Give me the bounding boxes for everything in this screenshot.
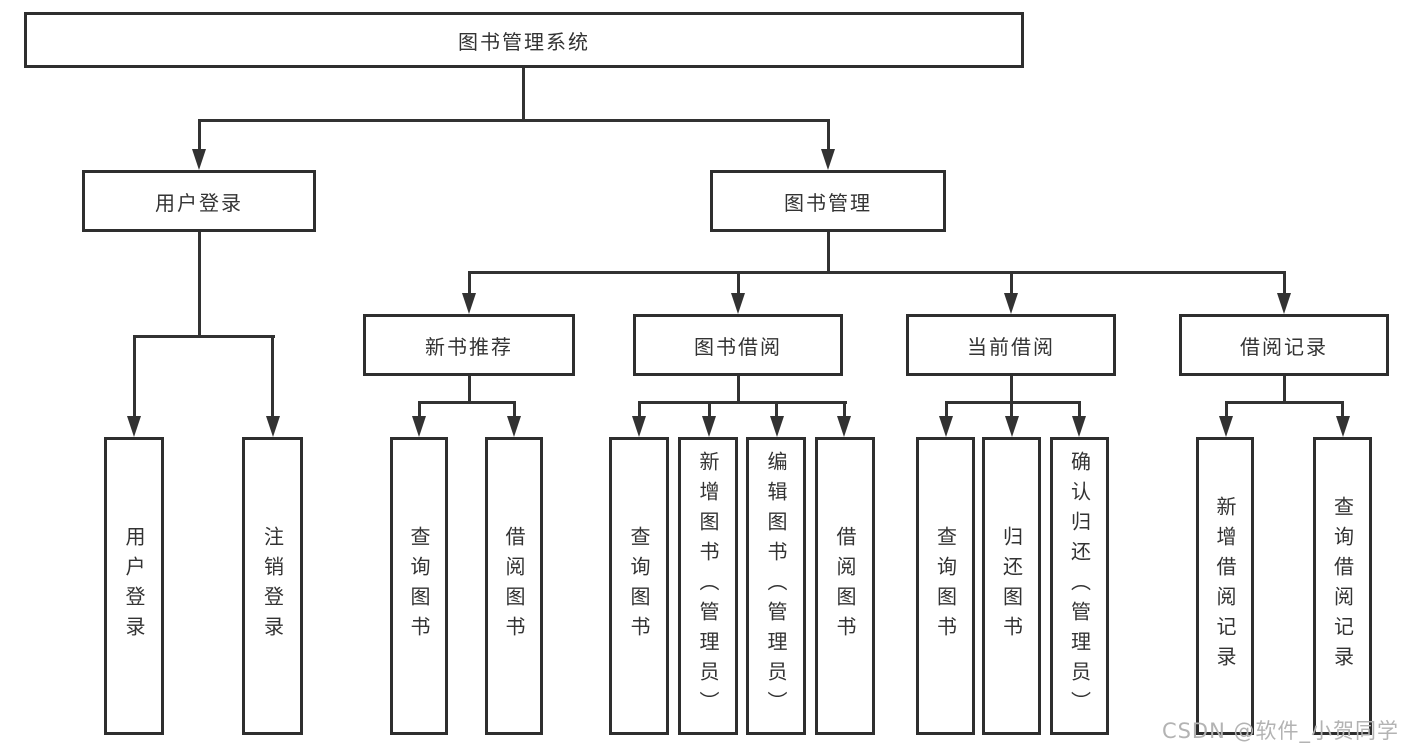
node-new-book-recommendation: 新书推荐 bbox=[363, 314, 575, 376]
connector-line bbox=[132, 335, 275, 338]
connector-line bbox=[736, 376, 740, 404]
connector-line bbox=[132, 335, 136, 419]
connector-line bbox=[1009, 376, 1013, 404]
connector-line bbox=[467, 271, 1286, 274]
connector-line bbox=[1077, 401, 1081, 419]
connector-line bbox=[775, 401, 778, 419]
leaf-borrow-books-recommend: 借阅图书 bbox=[485, 437, 543, 735]
arrow-down-icon bbox=[462, 293, 476, 314]
leaf-label: 新增借阅记录 bbox=[1213, 496, 1237, 676]
leaf-query-books-current: 查询图书 bbox=[916, 437, 975, 735]
arrow-down-icon bbox=[939, 416, 953, 437]
connector-line bbox=[197, 119, 830, 122]
connector-line bbox=[197, 119, 201, 153]
node-book-management: 图书管理 bbox=[710, 170, 946, 232]
arrow-down-icon bbox=[1072, 416, 1086, 437]
connector-line bbox=[512, 401, 516, 419]
arrow-down-icon bbox=[507, 416, 521, 437]
arrow-down-icon bbox=[412, 416, 426, 437]
connector-line bbox=[1341, 401, 1344, 419]
arrow-down-icon bbox=[769, 416, 784, 437]
arrow-down-icon bbox=[1335, 416, 1350, 437]
connector-line bbox=[637, 401, 641, 419]
leaf-query-borrow-record: 查询借阅记录 bbox=[1313, 437, 1372, 735]
arrow-down-icon bbox=[632, 416, 646, 437]
leaf-edit-book-admin: 编辑图书（管理员） bbox=[746, 437, 806, 735]
connector-line bbox=[1010, 401, 1013, 419]
connector-line bbox=[467, 376, 471, 404]
leaf-label: 查询图书 bbox=[407, 526, 431, 646]
leaf-label: 借阅图书 bbox=[833, 526, 857, 646]
arrow-down-icon bbox=[1004, 293, 1018, 314]
connector-line bbox=[842, 401, 846, 419]
leaf-add-borrow-record: 新增借阅记录 bbox=[1196, 437, 1254, 735]
arrow-down-icon bbox=[837, 416, 851, 437]
connector-line bbox=[1282, 376, 1286, 404]
connector-line bbox=[1009, 271, 1013, 295]
leaf-query-books-borrowing: 查询图书 bbox=[609, 437, 669, 735]
leaf-label: 归还图书 bbox=[999, 526, 1024, 646]
csdn-watermark: CSDN @软件_小贺同学 bbox=[1161, 719, 1399, 743]
connector-line bbox=[826, 119, 830, 153]
node-user-login: 用户登录 bbox=[82, 170, 316, 232]
arrow-down-icon bbox=[821, 149, 835, 170]
leaf-label: 查询图书 bbox=[933, 526, 958, 646]
node-library-management-system: 图书管理系统 bbox=[24, 12, 1024, 68]
connector-line bbox=[707, 401, 711, 419]
leaf-label: 编辑图书（管理员） bbox=[764, 451, 788, 721]
leaf-logout: 注销登录 bbox=[242, 437, 303, 735]
leaf-borrow-books-borrowing: 借阅图书 bbox=[815, 437, 875, 735]
connector-line bbox=[521, 68, 525, 122]
node-borrowing-records: 借阅记录 bbox=[1179, 314, 1389, 376]
connector-line bbox=[417, 401, 421, 419]
arrow-down-icon bbox=[702, 416, 716, 437]
leaf-label: 查询图书 bbox=[627, 526, 651, 646]
connector-line bbox=[197, 232, 201, 338]
leaf-label: 确认归还（管理员） bbox=[1067, 451, 1092, 721]
node-book-borrowing: 图书借阅 bbox=[633, 314, 843, 376]
connector-line bbox=[1282, 271, 1286, 295]
leaf-label: 用户登录 bbox=[122, 526, 146, 646]
connector-line bbox=[1224, 401, 1228, 419]
connector-line bbox=[944, 401, 948, 419]
arrow-down-icon bbox=[1004, 416, 1019, 437]
arrow-down-icon bbox=[192, 149, 206, 170]
leaf-confirm-return-admin: 确认归还（管理员） bbox=[1050, 437, 1109, 735]
arrow-down-icon bbox=[265, 416, 280, 437]
leaf-add-book-admin: 新增图书（管理员） bbox=[678, 437, 738, 735]
leaf-user-login: 用户登录 bbox=[104, 437, 164, 735]
connector-line bbox=[271, 335, 274, 419]
leaf-query-books-recommend: 查询图书 bbox=[390, 437, 448, 735]
connector-line bbox=[467, 271, 471, 295]
arrow-down-icon bbox=[731, 293, 745, 314]
leaf-label: 注销登录 bbox=[260, 526, 285, 646]
leaf-return-book: 归还图书 bbox=[982, 437, 1041, 735]
arrow-down-icon bbox=[1219, 416, 1233, 437]
connector-line bbox=[826, 232, 830, 274]
connector-line bbox=[637, 401, 847, 404]
leaf-label: 新增图书（管理员） bbox=[696, 451, 720, 721]
arrow-down-icon bbox=[127, 416, 141, 437]
connector-line bbox=[1224, 401, 1343, 404]
leaf-label: 借阅图书 bbox=[502, 526, 526, 646]
arrow-down-icon bbox=[1277, 293, 1291, 314]
connector-line bbox=[736, 271, 740, 295]
connector-line bbox=[417, 401, 516, 404]
node-current-borrowing: 当前借阅 bbox=[906, 314, 1116, 376]
leaf-label: 查询借阅记录 bbox=[1330, 496, 1355, 676]
